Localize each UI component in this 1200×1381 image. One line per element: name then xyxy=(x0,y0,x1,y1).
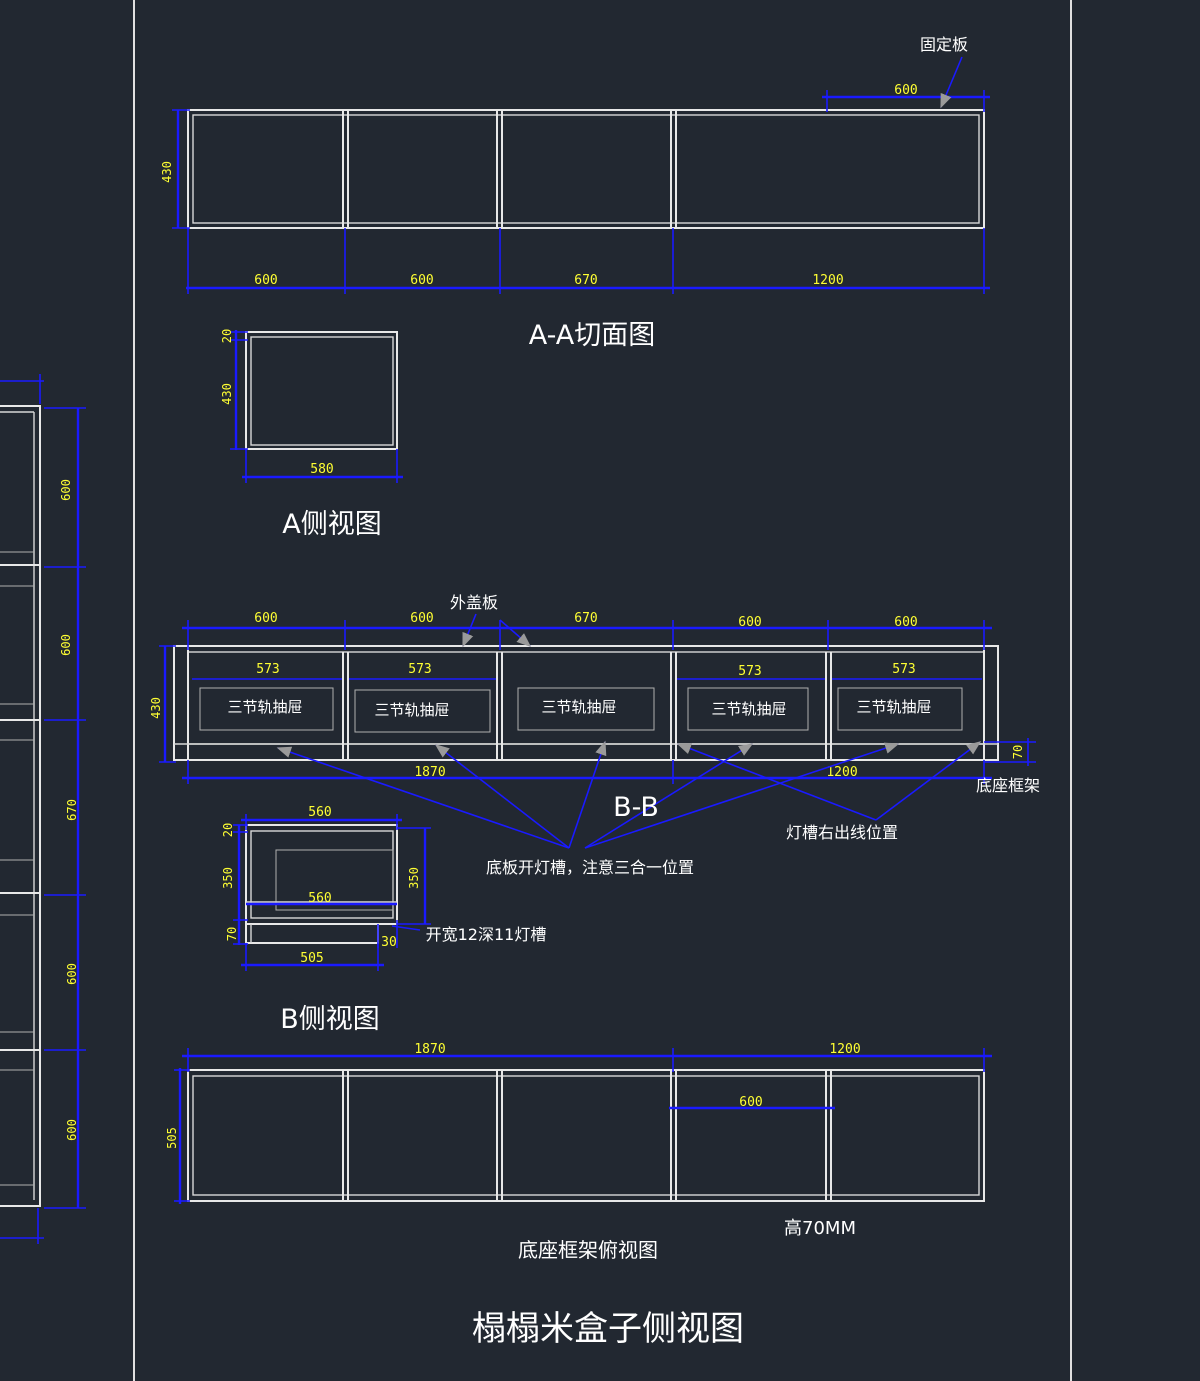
aa-dim-bottom-3: 670 xyxy=(574,273,597,288)
aa-dim-bottom-1: 600 xyxy=(254,273,277,288)
sheet-title: 榻榻米盒子侧视图 xyxy=(472,1309,744,1349)
bb-dim-top-3: 670 xyxy=(574,611,597,626)
bb-dim-inner-1: 573 xyxy=(256,662,279,677)
bb-section-view: 三节轨抽屉 三节轨抽屉 三节轨抽屉 三节轨抽屉 三节轨抽屉 600 600 67… xyxy=(149,593,1040,877)
bb-dim-inner-2: 573 xyxy=(408,662,431,677)
b-dim-left-top: 20 xyxy=(221,823,235,837)
bb-dim-top-2: 600 xyxy=(410,611,433,626)
bb-dim-height: 430 xyxy=(149,697,163,719)
a-dim-top: 20 xyxy=(220,329,234,343)
aa-section-view: 430 600 600 670 1200 600 固定板 A-A切面图 xyxy=(160,35,990,351)
b-dim-small: 30 xyxy=(381,935,397,950)
base-dim-height: 505 xyxy=(165,1127,179,1149)
aa-title: A-A切面图 xyxy=(529,320,656,351)
bb-dim-top-4: 600 xyxy=(738,615,761,630)
base-dim-inner: 600 xyxy=(739,1095,762,1110)
bb-drawer-label-5: 三节轨抽屉 xyxy=(856,698,931,716)
b-dim-top: 560 xyxy=(308,805,331,820)
bb-drawer-label-4: 三节轨抽屉 xyxy=(711,700,786,718)
bb-drawer-label-3: 三节轨抽屉 xyxy=(541,698,616,716)
bb-dim-bottom-1: 1870 xyxy=(414,765,445,780)
a-dim-width: 580 xyxy=(310,462,333,477)
base-dim-top-1: 1870 xyxy=(414,1042,445,1057)
bb-dim-inner-3: 573 xyxy=(738,664,761,679)
bb-drawer-label-1: 三节轨抽屉 xyxy=(227,698,302,716)
b-dim-inner: 560 xyxy=(308,891,331,906)
base-title: 底座框架俯视图 xyxy=(518,1238,658,1262)
b-dim-bottom: 505 xyxy=(300,951,323,966)
left-dim-5: 600 xyxy=(65,1119,79,1141)
left-dim-3: 670 xyxy=(65,799,79,821)
left-dim-2: 600 xyxy=(59,634,73,656)
left-dim-4: 600 xyxy=(65,963,79,985)
bb-dim-top-5: 600 xyxy=(894,615,917,630)
a-side-view: 20 430 580 A侧视图 xyxy=(220,329,403,540)
b-dim-left-bottom: 70 xyxy=(225,927,239,941)
b-title: B侧视图 xyxy=(280,1004,380,1035)
base-dim-top-2: 1200 xyxy=(829,1042,860,1057)
b-note-groove: 开宽12深11灯槽 xyxy=(426,925,547,944)
bb-dim-inner-4: 573 xyxy=(892,662,915,677)
b-dim-left-mid: 350 xyxy=(221,867,235,889)
bb-note-wire: 灯槽右出线位置 xyxy=(786,823,898,842)
aa-dim-top: 600 xyxy=(894,83,917,98)
b-side-view: 560 560 505 20 350 70 350 30 开宽12深11灯槽 B… xyxy=(221,805,546,1035)
aa-dim-bottom-4: 1200 xyxy=(812,273,843,288)
bb-dim-bottom-2: 1200 xyxy=(826,765,857,780)
b-dim-right: 350 xyxy=(407,867,421,889)
base-height-note: 高70MM xyxy=(784,1218,856,1239)
bb-dim-top-1: 600 xyxy=(254,611,277,626)
sheet-frame xyxy=(133,0,1072,1381)
base-plan-view: 1870 1200 600 505 高70MM 底座框架俯视图 xyxy=(165,1042,992,1262)
aa-dim-height: 430 xyxy=(160,161,174,183)
aa-dim-bottom-2: 600 xyxy=(410,273,433,288)
left-partial-view: 600 600 670 600 600 xyxy=(0,374,86,1244)
bb-dim-base: 70 xyxy=(1011,745,1025,759)
bb-callout-cover: 外盖板 xyxy=(450,593,498,612)
bb-title: B-B xyxy=(613,792,659,823)
bb-note-groove: 底板开灯槽，注意三合一位置 xyxy=(486,858,694,877)
bb-base-label: 底座框架 xyxy=(976,776,1040,795)
a-title: A侧视图 xyxy=(282,509,381,540)
left-dim-1: 600 xyxy=(59,479,73,501)
bb-drawer-label-2: 三节轨抽屉 xyxy=(374,701,449,719)
a-dim-height: 430 xyxy=(220,383,234,405)
aa-callout-fixed-board: 固定板 xyxy=(920,35,968,54)
